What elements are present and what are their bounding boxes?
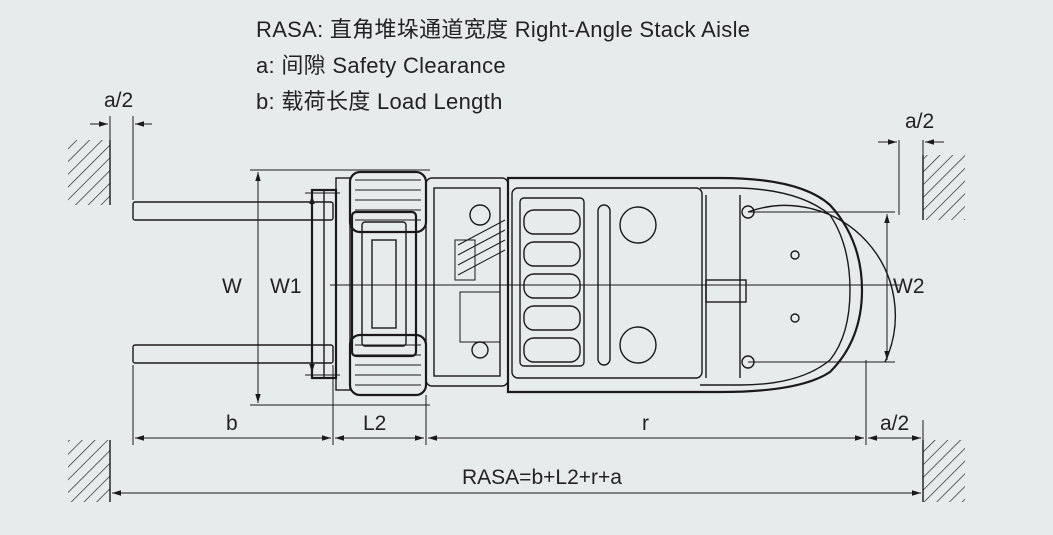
dim-a-half-right-top: a/2 bbox=[878, 110, 944, 215]
wall-bottom-left bbox=[68, 440, 111, 502]
forks bbox=[132, 201, 334, 364]
dim-a-half-left: a/2 bbox=[90, 89, 152, 200]
dim-chain-bottom: b L2 r a/2 bbox=[132, 360, 924, 445]
label-W2: W2 bbox=[893, 275, 925, 298]
label-r: r bbox=[642, 412, 649, 435]
legend-clearance: a: 间隙 Safety Clearance bbox=[256, 53, 506, 78]
truck-body bbox=[506, 176, 864, 394]
dim-W1: W1 bbox=[270, 192, 340, 376]
dim-rasa: RASA=b+L2+r+a bbox=[112, 466, 921, 496]
label-a-half-right-bottom: a/2 bbox=[880, 412, 909, 435]
label-rasa-formula: RASA=b+L2+r+a bbox=[462, 466, 622, 489]
wall-bottom-right bbox=[922, 440, 965, 502]
dim-W: W bbox=[222, 169, 430, 406]
wall-top-right bbox=[922, 155, 965, 220]
label-a-half-right-top: a/2 bbox=[905, 110, 934, 133]
mast-and-wheels bbox=[348, 170, 509, 397]
label-b: b bbox=[226, 412, 238, 435]
label-L2: L2 bbox=[363, 412, 386, 435]
fork-carriage bbox=[310, 177, 351, 391]
dim-W2: W2 bbox=[748, 211, 925, 363]
legend-load-length: b: 载荷长度 Load Length bbox=[256, 89, 503, 114]
label-W1: W1 bbox=[270, 275, 302, 298]
wall-top-left bbox=[68, 140, 111, 205]
legend: RASA: 直角堆垛通道宽度 Right-Angle Stack Aisle a… bbox=[256, 12, 750, 120]
legend-rasa: RASA: 直角堆垛通道宽度 Right-Angle Stack Aisle bbox=[256, 17, 751, 42]
label-W: W bbox=[222, 275, 242, 298]
label-a-half-left: a/2 bbox=[104, 89, 133, 112]
turning-radius-arc bbox=[747, 204, 896, 363]
